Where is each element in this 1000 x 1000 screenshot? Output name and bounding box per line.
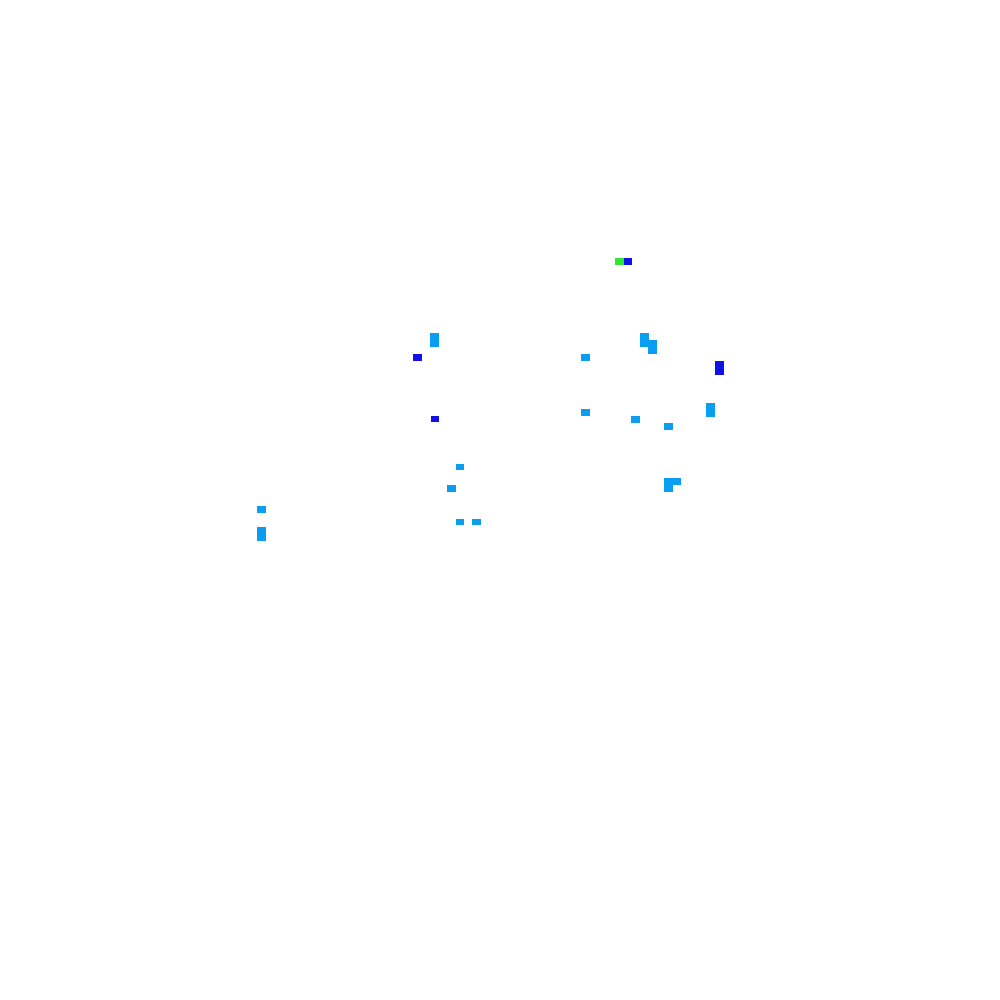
cell-light-blue-21 <box>472 519 481 525</box>
cells-layer <box>257 258 724 541</box>
cell-light-blue-18 <box>257 506 266 513</box>
cell-green-1 <box>615 258 624 265</box>
cell-light-blue-13 <box>664 423 673 430</box>
cell-light-blue-15 <box>447 485 456 492</box>
cell-deep-blue-8 <box>715 361 724 375</box>
cell-light-blue-19 <box>257 527 266 541</box>
cell-deep-blue-10 <box>431 416 439 422</box>
cell-light-blue-11 <box>581 409 590 416</box>
cell-light-blue-16 <box>664 478 673 492</box>
cell-light-blue-12 <box>631 416 640 423</box>
cell-deep-blue-6 <box>413 354 422 361</box>
cell-light-blue-5 <box>648 340 657 354</box>
cell-light-blue-17 <box>672 478 681 485</box>
cell-light-blue-14 <box>456 464 464 470</box>
cell-light-blue-9 <box>706 403 715 417</box>
cell-light-blue-3 <box>430 333 439 347</box>
cell-deep-blue-2 <box>624 258 632 265</box>
cell-light-blue-7 <box>581 354 590 361</box>
cell-light-blue-20 <box>456 519 464 525</box>
cell-light-blue-4 <box>640 333 649 347</box>
